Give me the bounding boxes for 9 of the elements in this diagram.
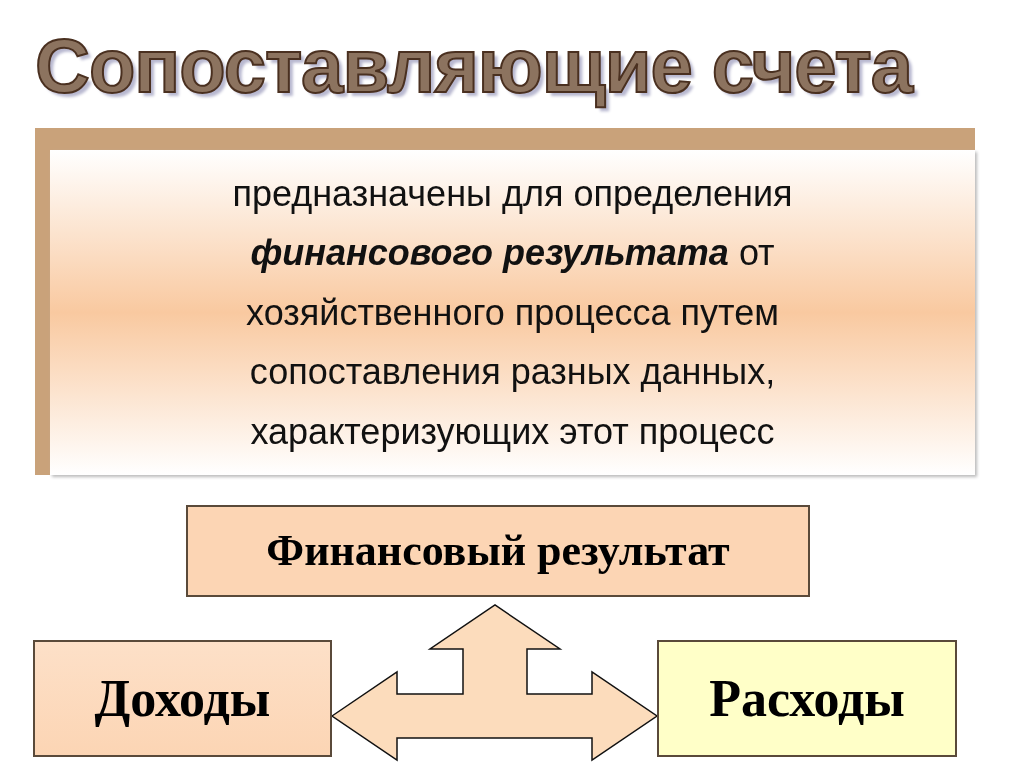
three-way-block-arrow (330, 604, 659, 762)
result-box (186, 505, 810, 597)
box-text: Доходы (94, 668, 271, 729)
description-panel (50, 150, 975, 475)
box-text: Расходы (709, 668, 905, 729)
box-text: предназначены для определения финансового результата от хозяйственного процесса путем сопоставления разных данных, характеризующих этот процесс (231, 172, 794, 454)
box-text: Финансовый результат (266, 525, 730, 577)
expense-box (657, 640, 957, 757)
income-box (33, 640, 332, 757)
